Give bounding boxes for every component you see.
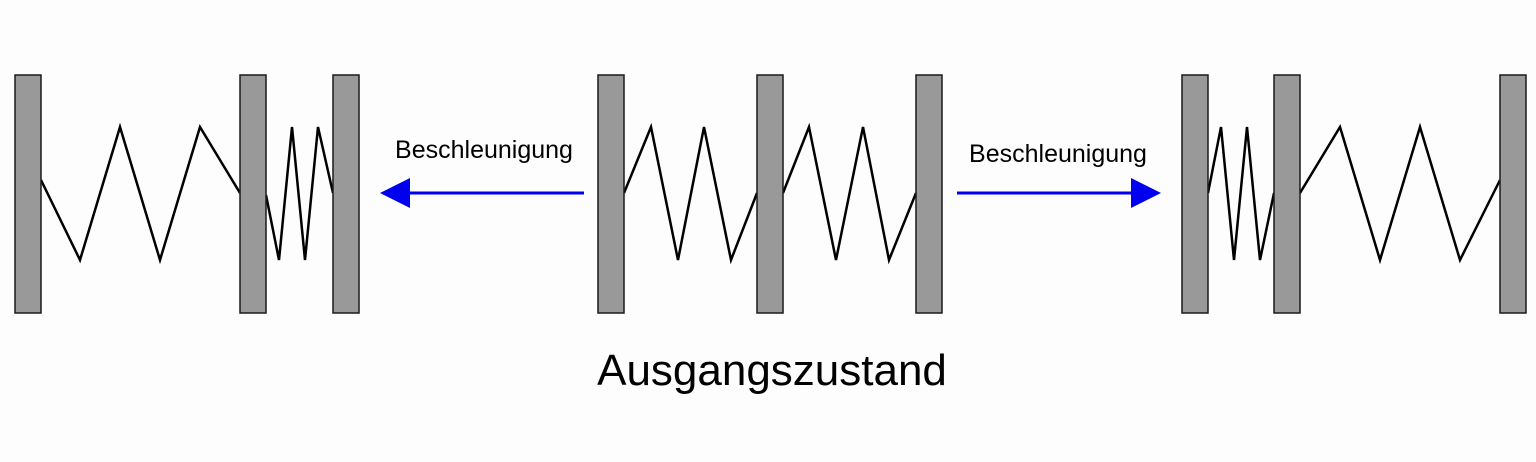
- left-plate-middle: [239, 74, 267, 314]
- right-arrow-label: Beschleunigung: [969, 140, 1147, 168]
- center-plate-left: [597, 74, 625, 314]
- center-spring-group: [597, 74, 943, 314]
- right-acceleration-arrow: Beschleunigung: [957, 140, 1161, 208]
- right-spring-group: [1181, 74, 1527, 314]
- right-plate-inner: [1181, 74, 1209, 314]
- left-inner-spring-compressed: [264, 126, 335, 261]
- center-left-spring: [622, 122, 759, 265]
- right-inner-spring-compressed: [1206, 126, 1276, 261]
- right-arrow-head: [1131, 178, 1161, 208]
- right-plate-outer: [1499, 74, 1527, 314]
- center-plate-middle: [756, 74, 784, 314]
- left-arrow-label: Beschleunigung: [395, 136, 573, 164]
- left-plate-inner: [332, 74, 360, 314]
- left-spring-group: [14, 74, 360, 314]
- diagram-caption: Ausgangszustand: [597, 346, 947, 395]
- center-right-spring: [781, 122, 918, 265]
- left-acceleration-arrow: Beschleunigung: [380, 136, 584, 208]
- left-plate-outer: [14, 74, 42, 314]
- left-outer-spring-wide: [39, 122, 242, 265]
- right-plate-middle: [1273, 74, 1301, 314]
- center-plate-right: [915, 74, 943, 314]
- right-outer-spring-wide: [1298, 122, 1502, 265]
- left-arrow-head: [380, 178, 410, 208]
